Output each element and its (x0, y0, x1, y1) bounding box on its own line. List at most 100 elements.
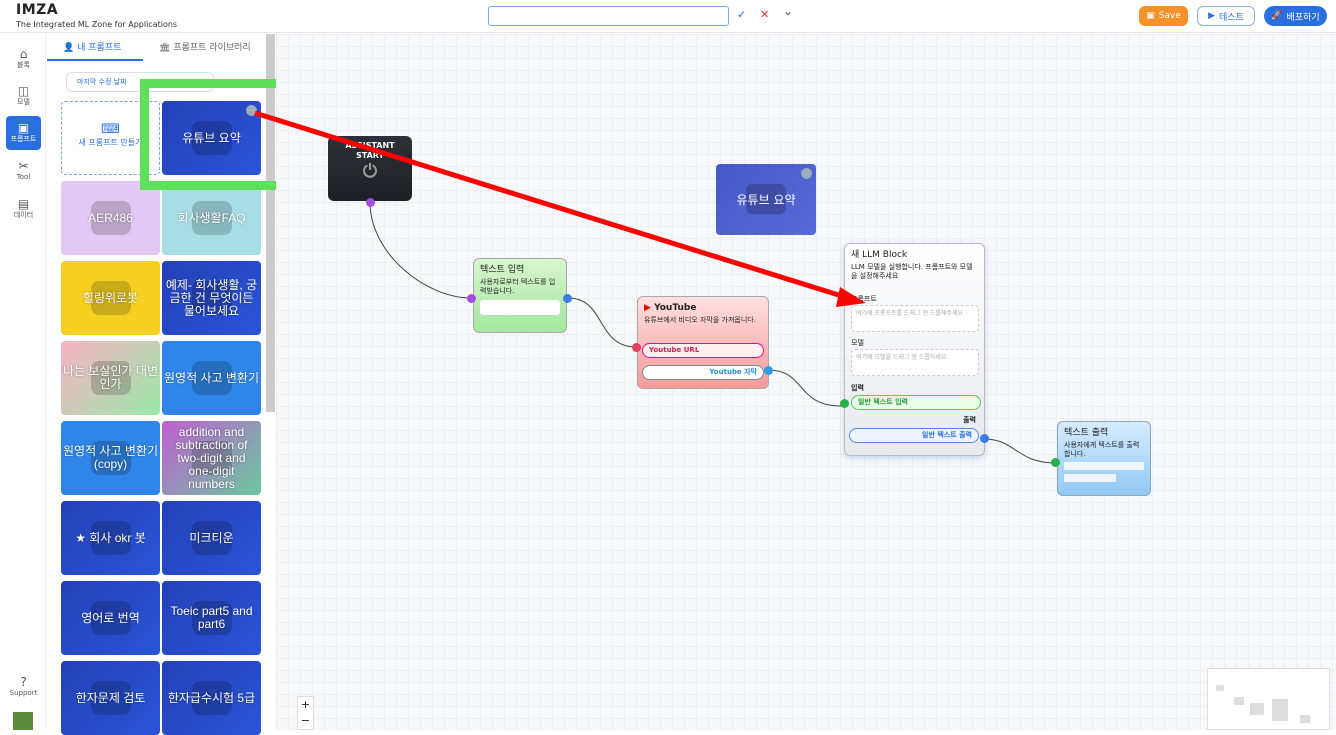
terminal-icon: ⌨ (101, 122, 120, 137)
edge-youtube-llm (767, 369, 842, 407)
zoom-out-button[interactable]: − (300, 714, 311, 727)
test-button[interactable]: ▶테스트 (1197, 6, 1255, 26)
youtube-icon: ▶ (644, 303, 651, 313)
prompt-card[interactable]: 영어로 번역 (61, 581, 160, 655)
card-label: 유튜브 요약 (182, 130, 241, 145)
highlight-box (140, 79, 290, 190)
card-label: 한자문제 검토 (75, 690, 146, 705)
llm-block-node[interactable]: 새 LLM Block LLM 모델을 실행합니다. 프롬프트와 모델을 설정해… (844, 243, 985, 456)
nav-blocks[interactable]: ⌂블록 (17, 47, 30, 70)
zoom-controls: +− (297, 696, 314, 730)
output-label: 출력 (963, 416, 976, 424)
prompt-card[interactable]: ★ 회사 okr 봇 (61, 501, 160, 575)
card-label: 미크티운 (189, 530, 234, 545)
prompt-label: 프롬프트 (851, 295, 877, 303)
text-input-field[interactable] (480, 300, 560, 315)
card-label: 예제- 회사생활, 궁금한 건 무엇이든 물어보세요 (165, 277, 258, 318)
edge-llm-output (983, 438, 1057, 464)
nav-support[interactable]: ?Support (9, 675, 38, 698)
tab-my-prompts[interactable]: 👤 내 프롬프트 (63, 43, 122, 53)
save-button[interactable]: ▣Save (1139, 6, 1188, 26)
prompt-card[interactable]: 한자급수시험 5급 (162, 661, 261, 735)
output-line (1064, 474, 1116, 482)
edge-start-textinput (369, 201, 472, 299)
deploy-button[interactable]: 🚀배포하기 (1264, 6, 1327, 26)
robot-icon: ◫ (17, 84, 30, 98)
card-label: 영어로 번역 (81, 610, 140, 625)
llm-output-field[interactable]: 일반 텍스트 출력 (849, 428, 979, 443)
input-label: 입력 (851, 384, 864, 392)
chevron-down-icon[interactable]: ⌄ (783, 4, 794, 18)
prompt-card[interactable]: Toeic part5 and part6 (162, 581, 261, 655)
llm-input-field[interactable]: 일반 텍스트 입력 (851, 395, 981, 410)
prompt-card[interactable]: 원영적 사고 변환기 (copy) (61, 421, 160, 495)
card-label: AER486 (88, 210, 133, 225)
prompt-card[interactable]: addition and subtraction of two-digit an… (162, 421, 261, 495)
prompt-panel: 👤 내 프롬프트 🏛 프롬프트 라이브러리 마지막 수정 날짜 ⌨새 프롬프트 … (47, 34, 290, 735)
user-icon: 👤 (63, 43, 75, 53)
prompt-drop-zone[interactable]: 여기에 프롬프트를 드래그 앤 드롭해주세요 (851, 305, 979, 332)
card-picture-icon (191, 361, 232, 395)
flow-title-input[interactable] (488, 6, 729, 26)
model-label: 모델 (851, 339, 864, 347)
new-prompt-button[interactable]: ⌨새 프롬프트 만들기 (61, 101, 160, 175)
confirm-icon[interactable]: ✓ (737, 8, 747, 21)
llm-in-port[interactable] (840, 399, 849, 408)
more-icon[interactable]: … (246, 105, 257, 116)
card-picture-icon (191, 281, 232, 315)
prompt-card[interactable]: 힐링위로봇 (61, 261, 160, 335)
prompt-card[interactable]: 유튜브 요약 … (162, 101, 261, 175)
minimap[interactable] (1207, 668, 1330, 730)
user-avatar[interactable] (13, 712, 33, 730)
text-input-out-port[interactable] (563, 294, 572, 303)
youtube-in-port[interactable] (632, 343, 641, 352)
prompt-card[interactable]: 나는 보살인가 대변인가 (61, 341, 160, 415)
app-tagline: The Integrated ML Zone for Applications (16, 20, 178, 29)
cancel-icon[interactable]: ✕ (760, 8, 770, 21)
start-out-port[interactable] (366, 198, 375, 207)
help-icon: ? (20, 675, 27, 689)
prompt-card[interactable]: 한자문제 검토 (61, 661, 160, 735)
save-icon: ▣ (1146, 11, 1155, 21)
text-output-in-port[interactable] (1051, 458, 1060, 467)
nav-prompts[interactable]: ▣프롬프트 (6, 116, 41, 150)
youtube-out-port[interactable] (764, 366, 773, 375)
library-icon: 🏛 (159, 43, 171, 53)
assistant-start-node[interactable]: ASSISTANT START⏻ (328, 136, 412, 201)
prompt-card[interactable]: 예제- 회사생활, 궁금한 건 무엇이든 물어보세요 (162, 261, 261, 335)
nav-models[interactable]: ◫모델 (17, 84, 30, 107)
output-line (1064, 462, 1144, 470)
prompt-card[interactable]: 회사생활FAQ (162, 181, 261, 255)
dragging-prompt-card[interactable]: 유튜브 요약… (716, 164, 816, 235)
card-label: 힐링위로봇 (82, 290, 139, 305)
prompt-card[interactable]: 원영적 사고 변환기 (162, 341, 261, 415)
card-picture-icon (90, 281, 131, 315)
more-icon[interactable]: … (801, 168, 812, 179)
card-label: 나는 보살인가 대변인가 (63, 364, 158, 391)
llm-out-port[interactable] (980, 434, 989, 443)
card-label: Toeic part5 and part6 (170, 604, 253, 631)
app-logo: IMZA (16, 2, 59, 18)
card-label: 한자급수시험 5급 (167, 690, 256, 705)
play-icon: ▶ (1208, 11, 1216, 21)
card-label: addition and subtraction of two-digit an… (175, 424, 248, 491)
nav-tool[interactable]: ✂Tool (16, 159, 31, 182)
tab-library[interactable]: 🏛 프롬프트 라이브러리 (159, 43, 251, 53)
power-icon: ⏻ (362, 161, 378, 182)
nav-data[interactable]: ▤데이터 (13, 197, 34, 220)
prompt-card[interactable]: AER486 (61, 181, 160, 255)
card-label: 원영적 사고 변환기 (copy) (63, 444, 158, 471)
youtube-url-input[interactable]: Youtube URL (642, 343, 764, 358)
model-drop-zone[interactable]: 여기에 모델을 드래그 앤 드롭하세요 (851, 349, 979, 376)
card-picture-icon (191, 521, 232, 555)
terminal-icon: ▣ (17, 121, 30, 135)
youtube-subtitle-output[interactable]: Youtube 자막 (642, 365, 764, 380)
zoom-in-button[interactable]: + (300, 698, 311, 711)
card-picture-icon (191, 601, 232, 635)
prompt-card[interactable]: 미크티운 (162, 501, 261, 575)
text-input-in-port[interactable] (467, 294, 476, 303)
